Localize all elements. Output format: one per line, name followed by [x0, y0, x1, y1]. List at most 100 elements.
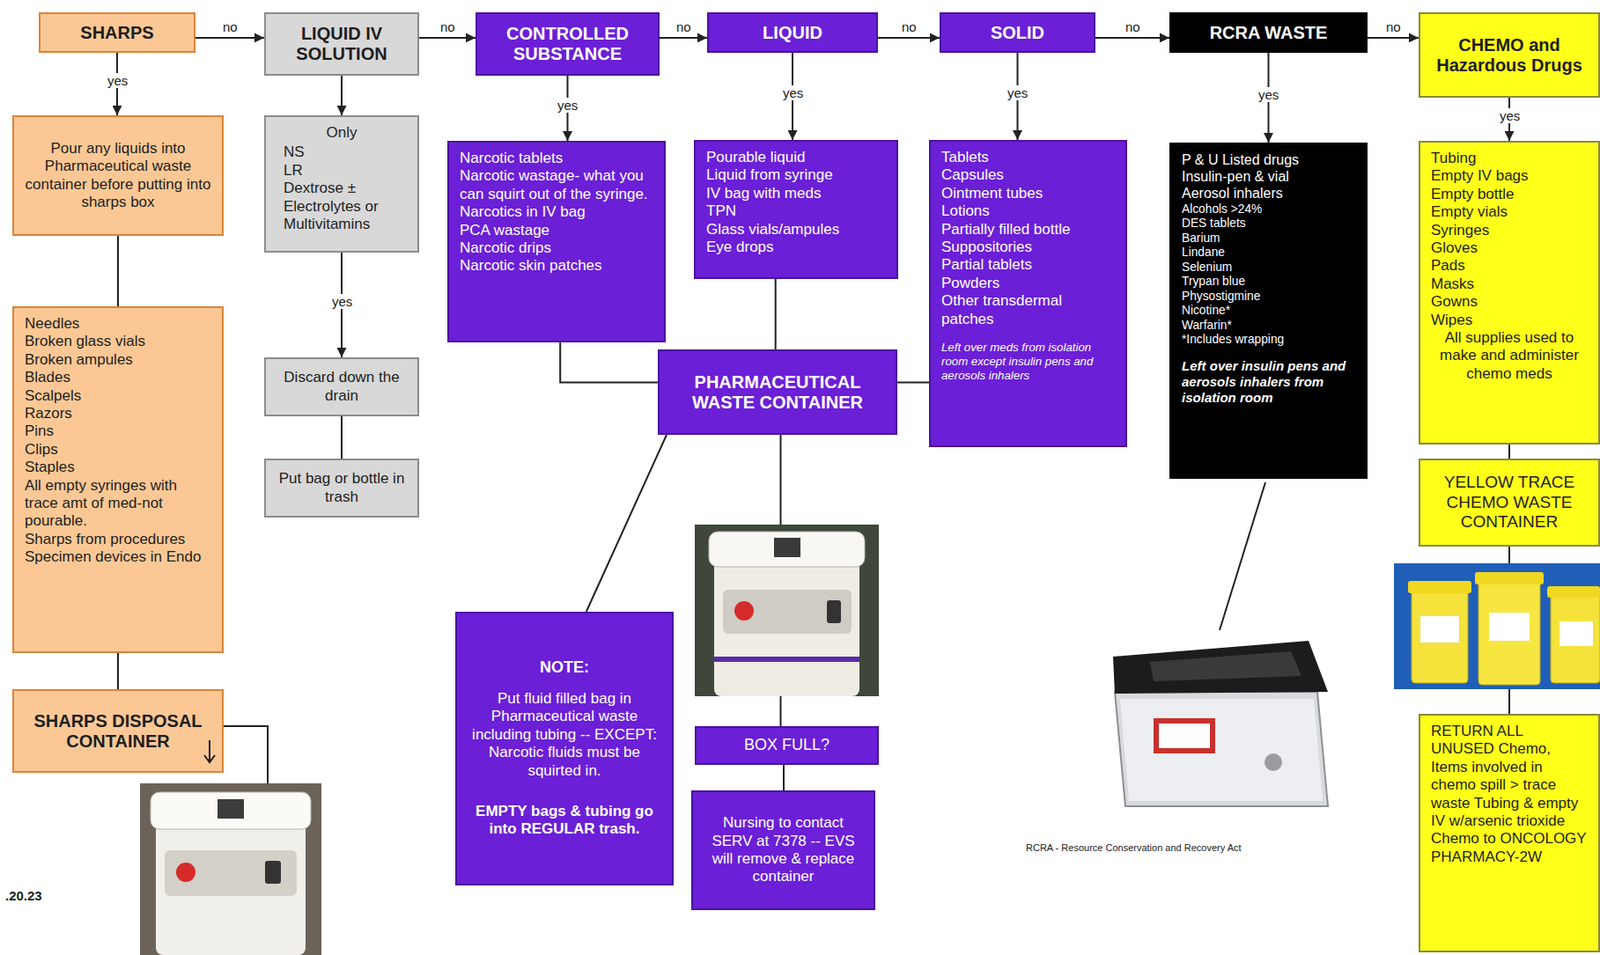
edge-label: no — [1383, 19, 1404, 35]
flow-arrow — [1095, 36, 1170, 39]
item-list-box: NeedlesBroken glass vialsBroken ampulesB… — [12, 306, 224, 654]
box-text: Razors — [24, 405, 212, 423]
connector-line — [897, 382, 930, 384]
item-list-box: P & U Listed drugsInsulin-pen & vialAero… — [1169, 142, 1368, 480]
box-text: CHEMO and Hazardous Drugs — [1424, 35, 1594, 76]
box-text: Sharps from procedures — [24, 530, 212, 549]
box-text: Scalpels — [24, 387, 212, 406]
item-list-box: RETURN ALL UNUSED Chemo, Items involved … — [1418, 714, 1600, 953]
box-text: Pins — [24, 422, 212, 441]
edge-label: yes — [329, 294, 355, 310]
category-box: SOLID — [939, 12, 1096, 53]
edge-label: no — [1122, 19, 1143, 35]
flow-arrow — [195, 36, 265, 39]
box-text: Lotions — [941, 202, 1115, 221]
pharmaceutical-container-photo — [694, 524, 879, 697]
edge-label: yes — [554, 97, 581, 113]
edge-label: no — [220, 19, 241, 35]
box-text: Powders — [941, 274, 1115, 293]
box-text: RCRA WASTE — [1175, 22, 1362, 44]
box-text: Wipes — [1430, 311, 1588, 330]
box-text: NS — [276, 143, 407, 162]
category-box: SHARPS — [38, 12, 196, 53]
box-text: DES tablets — [1181, 216, 1356, 232]
category-box: SHARPS DISPOSAL CONTAINER — [12, 689, 224, 774]
box-text: NOTE: — [465, 658, 664, 679]
box-text: Suppositories — [941, 238, 1115, 257]
box-text: TPN — [706, 202, 886, 221]
edge-label: no — [673, 19, 694, 35]
box-text: LIQUID — [713, 22, 872, 44]
down-arrow-symbol — [202, 739, 217, 765]
edge-label: yes — [1004, 85, 1031, 101]
box-text: SHARPS — [44, 22, 190, 44]
edge-label: no — [437, 19, 458, 35]
category-box: CHEMO and Hazardous Drugs — [1418, 12, 1600, 98]
edge-label: yes — [104, 73, 131, 89]
box-text: Discard down the drain — [274, 368, 409, 406]
box-text: All empty syringes with trace amt of med… — [24, 477, 212, 531]
date-label: .20.23 — [5, 889, 43, 905]
action-box: Pour any liquids into Pharmaceutical was… — [12, 115, 224, 236]
box-text: Narcotic skin patches — [459, 257, 654, 275]
box-text: Warfarin* — [1181, 318, 1356, 334]
box-text: Alcohols >24% — [1181, 202, 1356, 218]
flow-arrow — [877, 36, 940, 39]
connector-line — [1508, 444, 1511, 459]
box-text: IV bag with meds — [706, 184, 886, 203]
category-box: RCRA WASTE — [1169, 12, 1368, 53]
box-text: RETURN ALL UNUSED Chemo, Items involved … — [1430, 722, 1588, 867]
leader-line — [1219, 482, 1266, 631]
connector-line — [117, 235, 119, 307]
edge-label: yes — [1255, 87, 1282, 103]
box-text: Nursing to contact SERV at 7378 -- EVS w… — [701, 814, 865, 887]
box-text: Broken glass vials — [24, 332, 212, 351]
box-text: Physostigmine — [1181, 289, 1356, 305]
box-text: Only — [276, 124, 407, 142]
action-box: NOTE: Put fluid filled bag in Pharmaceuti… — [455, 611, 674, 886]
caption-label: RCRA - Resource Conservation and Recover… — [1025, 842, 1242, 854]
box-text: Lindane — [1181, 245, 1356, 261]
box-text: Empty bottle — [1430, 185, 1588, 204]
box-text: Tubing — [1430, 149, 1588, 168]
box-text: Pourable liquid — [706, 148, 886, 167]
box-text: Dextrose ± Electrolytes or Multivitamins — [276, 179, 407, 234]
box-text: SHARPS DISPOSAL CONTAINER — [33, 711, 203, 753]
box-text: PHARMACEUTICAL WASTE CONTAINER — [663, 372, 892, 413]
box-text: Masks — [1430, 275, 1588, 294]
box-text: Put bag or bottle in trash — [274, 470, 409, 507]
category-box: LIQUID IV SOLUTION — [264, 12, 420, 76]
box-text: Empty IV bags — [1430, 167, 1588, 185]
category-box: PHARMACEUTICAL WASTE CONTAINER — [657, 349, 898, 436]
box-text: CONTROLLED SUBSTANCE — [481, 23, 654, 65]
chemo-container-photo — [1393, 563, 1600, 690]
box-text: Selenium — [1181, 260, 1356, 276]
box-text: Nicotine* — [1181, 303, 1356, 319]
sharps-container-photo — [140, 783, 322, 955]
box-text: Narcotic tablets — [459, 149, 654, 168]
item-list-box: Pourable liquidLiquid from syringeIV bag… — [693, 140, 899, 280]
box-text: Insulin-pen & vial — [1181, 168, 1356, 185]
box-text: Trypan blue — [1181, 274, 1356, 290]
box-text: EMPTY bags & tubing go into REGULAR tras… — [465, 803, 664, 840]
box-text: Narcotic wastage- what you can squirt ou… — [459, 167, 654, 204]
edge-label: yes — [1496, 108, 1523, 124]
flow-arrow — [659, 36, 708, 39]
flow-arrow — [1367, 36, 1419, 39]
box-text: Left over insulin pens and aerosols inha… — [1181, 358, 1356, 406]
box-text: All supplies used to make and administer… — [1430, 329, 1588, 384]
box-text: Put fluid filled bag in Pharmaceutical w… — [465, 690, 664, 781]
box-text: Specimen devices in Endo — [24, 548, 212, 567]
box-text: Staples — [24, 458, 212, 477]
category-box: CONTROLLED SUBSTANCE — [475, 12, 660, 76]
box-text: Tablets — [941, 148, 1115, 167]
box-text: P & U Listed drugs — [1181, 151, 1356, 169]
box-text: Pour any liquids into Pharmaceutical was… — [22, 140, 214, 213]
box-text: Liquid from syringe — [706, 166, 886, 185]
connector-line — [560, 342, 658, 384]
box-text: Gowns — [1430, 293, 1588, 311]
box-text: SOLID — [945, 22, 1090, 44]
box-text: LIQUID IV SOLUTION — [270, 23, 413, 65]
connector-line — [340, 416, 343, 459]
